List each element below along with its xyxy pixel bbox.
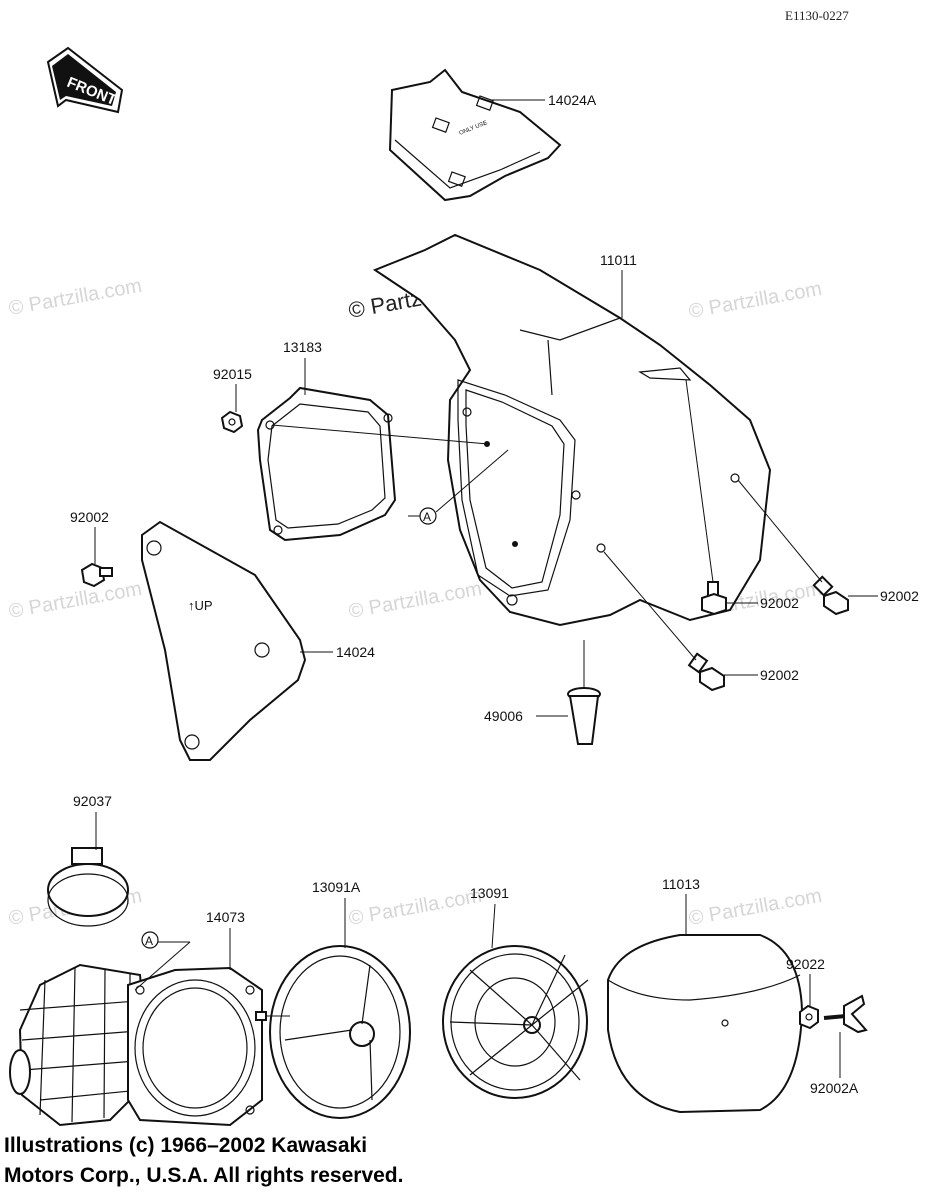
leader-bolt-a-axis: [685, 379, 714, 583]
label-92037: 92037: [73, 793, 112, 809]
leader-gasket-to-housing: [271, 424, 489, 445]
label-14024A: 14024A: [548, 92, 597, 108]
ref-marker-a-lower: A: [134, 931, 191, 991]
label-92002-c: 92002: [760, 667, 799, 683]
label-92015: 92015: [213, 366, 252, 382]
part-14024-plate: ↑UP: [141, 520, 307, 761]
ref-label: A: [145, 934, 153, 948]
part-92002A-wing-bolt: [823, 994, 868, 1034]
watermark: © Partzilla.com: [7, 275, 144, 320]
watermark: © Partzilla.com: [7, 578, 144, 623]
label-92022: 92022: [786, 956, 825, 972]
label-13091: 13091: [470, 885, 509, 901]
ref-label: A: [423, 510, 431, 524]
label-11013: 11013: [662, 876, 700, 892]
label-92002A: 92002A: [810, 1080, 859, 1096]
part-92022-washer: [799, 1004, 819, 1030]
part-13091-cage: [442, 945, 589, 1099]
part-92037-clamp: [47, 847, 129, 927]
copyright-line-1: Illustrations (c) 1966–2002 Kawasaki: [4, 1134, 368, 1157]
watermark: © Partzilla.com: [347, 578, 484, 623]
part-13183-gasket: [256, 386, 397, 542]
part-11011-airbox: [372, 233, 772, 627]
leader-13091: [491, 903, 496, 949]
leader-bolt-c-axis: [603, 551, 697, 661]
diagram-code: E1130-0227: [785, 8, 849, 23]
label-49006: 49006: [484, 708, 523, 724]
label-14073: 14073: [206, 909, 245, 925]
watermark: © Partzilla.com: [687, 278, 824, 323]
label-92002-a: 92002: [760, 595, 799, 611]
up-marker: ↑UP: [188, 598, 213, 613]
part-92002-bolt-c: [687, 652, 725, 692]
part-14073-duct: [9, 963, 263, 1127]
ref-marker-a-upper: A: [408, 449, 509, 525]
part-49006-plug: [567, 687, 601, 745]
label-92002-left: 92002: [70, 509, 109, 525]
label-11011: 11011: [600, 252, 637, 268]
part-11013-element: [607, 934, 804, 1114]
leader-bolt-b-axis: [737, 479, 823, 583]
label-13183: 13183: [283, 339, 322, 355]
front-arrow-icon: FRONT: [46, 46, 124, 114]
label-92002-b: 92002: [880, 588, 919, 604]
watermark: © Partzilla.com: [687, 885, 824, 930]
part-14024A-cover: ONLY USE: [388, 68, 562, 202]
part-92015-nut: [220, 410, 244, 434]
part-92002-bolt-b: [812, 575, 849, 616]
label-14024: 14024: [336, 644, 375, 660]
part-92002-bolt-left: [80, 562, 113, 588]
part-13091A-holder: [255, 945, 411, 1119]
copyright-line-2: Motors Corp., U.S.A. All rights reserved…: [4, 1164, 404, 1187]
watermark: © Partzilla.com: [347, 885, 484, 930]
label-13091A: 13091A: [312, 879, 361, 895]
